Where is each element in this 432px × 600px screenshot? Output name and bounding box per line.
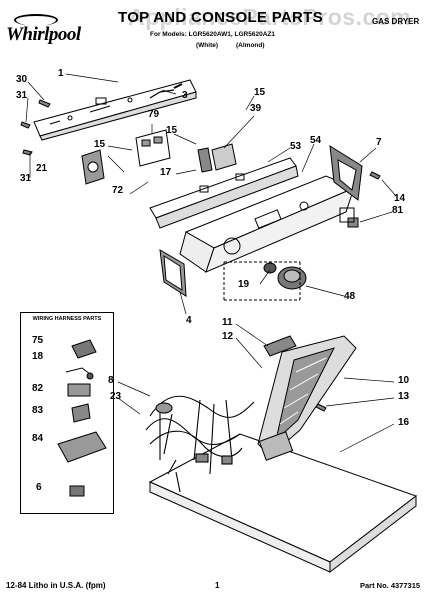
callout-23: 23 (110, 391, 122, 402)
console-54 (179, 175, 356, 273)
control-bracket (33, 79, 197, 141)
callout-15-mid: 15 (166, 125, 178, 136)
brand-logo: Whirlpool (6, 14, 84, 46)
callout-7: 7 (376, 137, 382, 148)
switch-79 (135, 129, 171, 167)
callout-31-top: 31 (16, 90, 28, 101)
callout-15-left: 15 (94, 139, 106, 150)
callout-79: 79 (148, 109, 160, 120)
callout-21: 21 (36, 163, 48, 174)
color-almond: (Almond) (236, 42, 265, 49)
callout-53: 53 (290, 141, 302, 152)
callout-4: 4 (186, 315, 192, 326)
lint-housing-10 (257, 335, 357, 461)
callout-6: 6 (36, 482, 42, 493)
callout-75: 75 (32, 335, 44, 346)
leader-lines (25, 73, 397, 453)
model-line: For Models: LGR5620AW1, LGR5620AZ1 (150, 31, 275, 38)
footer-litho: 12-84 Litho in U.S.A. (fpm) (6, 581, 106, 590)
callout-3: 3 (182, 90, 188, 101)
callout-14: 14 (394, 193, 406, 204)
callout-19: 19 (238, 279, 250, 290)
harness-box-parts (57, 339, 107, 497)
callout-18: 18 (32, 351, 44, 362)
logo-swoosh-icon (14, 14, 58, 26)
callout-84: 84 (32, 433, 44, 444)
wiring-harness (145, 395, 255, 493)
callout-81: 81 (392, 205, 404, 216)
callout-11: 11 (222, 317, 233, 328)
callout-48: 48 (344, 291, 356, 302)
screw-30 (20, 99, 51, 156)
color-white: (White) (196, 42, 219, 49)
callout-1: 1 (58, 68, 64, 79)
callout-12: 12 (222, 331, 234, 342)
brand-name: Whirlpool (6, 24, 81, 45)
knob-48 (263, 262, 307, 290)
callout-17: 17 (160, 167, 172, 178)
product-type: GAS DRYER (372, 17, 420, 26)
callout-10: 10 (398, 375, 410, 386)
diagram-title: TOP AND CONSOLE PARTS (118, 9, 323, 26)
footer-part-number: Part No. 4377315 (360, 581, 421, 590)
callout-82: 82 (32, 383, 44, 394)
callout-72: 72 (112, 185, 124, 196)
callout-39: 39 (250, 103, 262, 114)
timer-21 (81, 149, 105, 185)
callout-16: 16 (398, 417, 410, 428)
watermark: AppliancePartsPros.com (128, 4, 412, 30)
end-cap-4 (159, 249, 187, 297)
callout-15-top: 15 (254, 87, 266, 98)
footer-page-number: 1 (215, 581, 220, 590)
callout-54: 54 (310, 135, 322, 146)
callout-83: 83 (32, 405, 44, 416)
callout-13: 13 (398, 391, 410, 402)
callout-30: 30 (16, 74, 28, 85)
end-cap-7 (329, 145, 363, 201)
console-bracket-53 (149, 157, 299, 229)
callout-8: 8 (108, 375, 114, 386)
callout-31-bottom: 31 (20, 173, 32, 184)
harness-box-title: WIRING HARNESS PARTS (32, 316, 102, 322)
top-panel-16 (148, 433, 418, 574)
wiring-harness-parts-box: WIRING HARNESS PARTS (20, 312, 114, 514)
